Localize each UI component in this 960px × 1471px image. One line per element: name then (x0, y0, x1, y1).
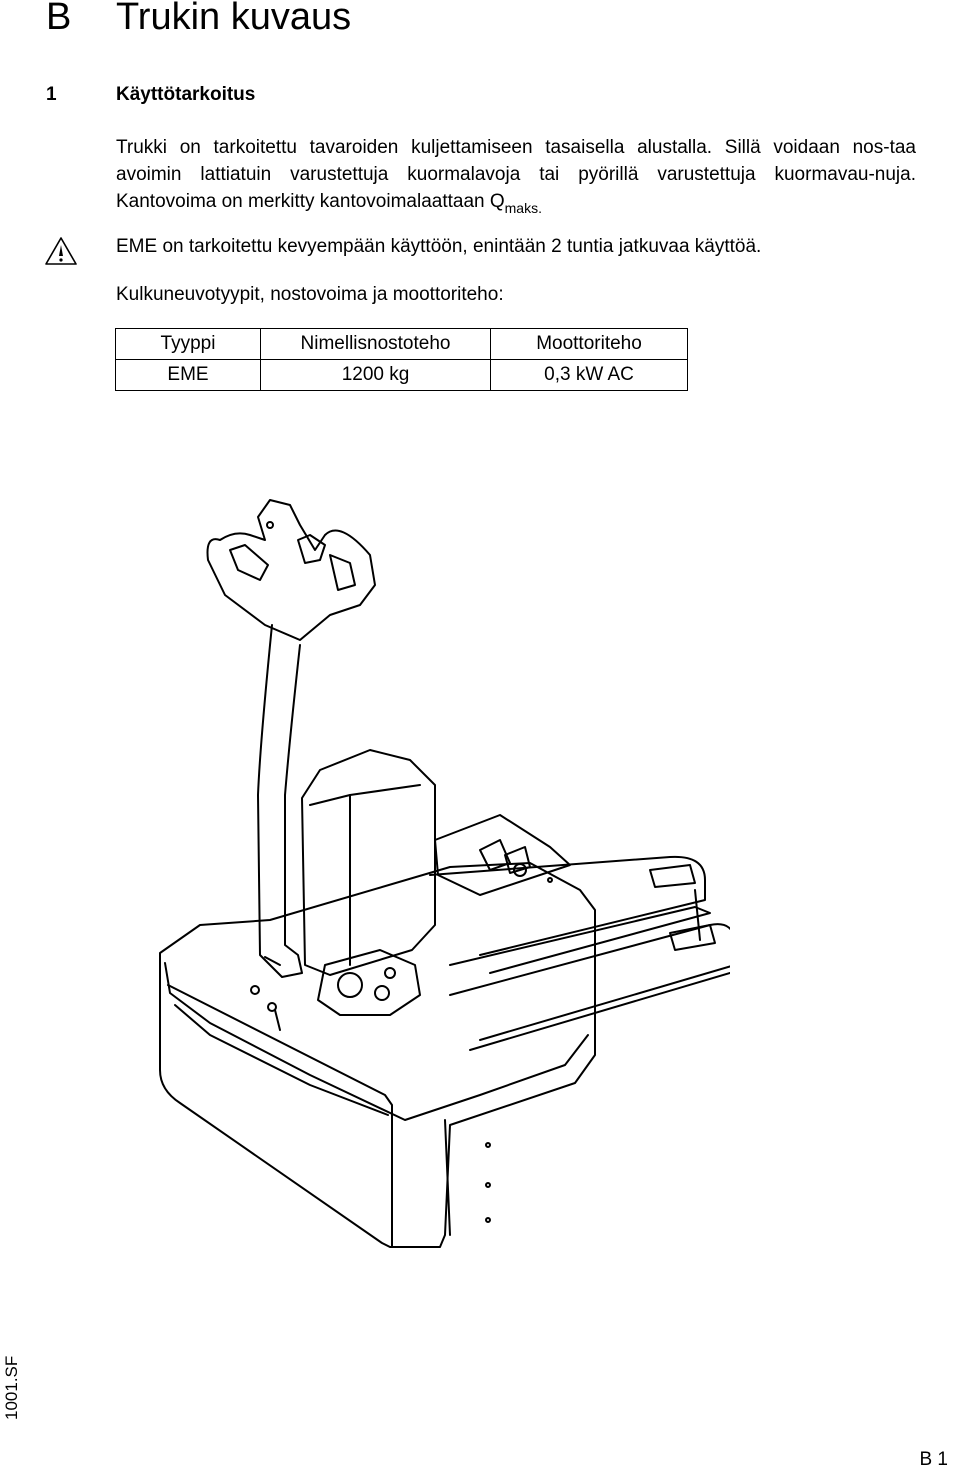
intro-text: Trukki on tarkoitettu tavaroiden kuljett… (116, 137, 916, 212)
table-row: EME 1200 kg 0,3 kW AC (115, 359, 688, 391)
chapter-letter: B (46, 0, 72, 38)
header-cell: Tyyppi (115, 328, 261, 360)
table-cell: 0,3 kW AC (490, 359, 688, 391)
intro-paragraph: Trukki on tarkoitettu tavaroiden kuljett… (116, 134, 916, 216)
warning-triangle-icon (45, 237, 77, 265)
pallet-truck-illustration (159, 499, 730, 1248)
section-number: 1 (46, 84, 57, 105)
table-header-row: Tyyppi Nimellisnostoteho Moottoriteho (115, 328, 688, 360)
header-cell: Nimellisnostoteho (260, 328, 491, 360)
header-cell: Moottoriteho (490, 328, 688, 360)
chapter-title: Trukin kuvaus (116, 0, 352, 38)
table-cell: EME (115, 359, 261, 391)
spec-table: Tyyppi Nimellisnostoteho Moottoriteho EM… (115, 328, 688, 391)
page-number: B 1 (919, 1449, 948, 1470)
table-intro: Kulkuneuvotyypit, nostovoima ja moottori… (116, 284, 504, 305)
figure-reference: 1001.SF (2, 1355, 21, 1420)
warning-text: EME on tarkoitettu kevyempään käyttöön, … (116, 236, 762, 257)
intro-subscript: maks. (504, 200, 542, 216)
section-title: Käyttötarkoitus (116, 84, 256, 105)
table-cell: 1200 kg (260, 359, 491, 391)
